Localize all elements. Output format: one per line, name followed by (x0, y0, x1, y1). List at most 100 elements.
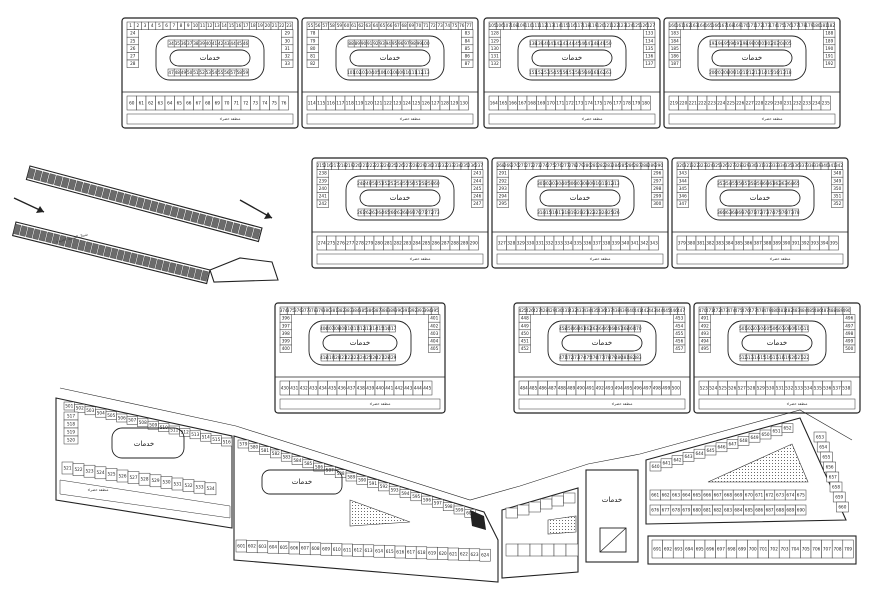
strip-cell (84, 241, 93, 253)
plot-number: 326 (720, 163, 728, 168)
plot-number: 14 (222, 23, 228, 28)
plot-number: 477 (749, 308, 757, 313)
plot-number: 676 (651, 507, 659, 512)
plot-number: 343 (679, 171, 687, 176)
plot-number: 329 (517, 240, 525, 245)
plot-number: 257 (413, 181, 421, 186)
plot-number: 189 (825, 38, 833, 43)
plot-number: 356 (736, 181, 744, 186)
plot-number: 424 (357, 355, 365, 360)
green-strip (698, 398, 856, 410)
plot-number: 301 (537, 181, 545, 186)
plot-number: 513 (745, 355, 753, 360)
plot-number: 260 (432, 181, 440, 186)
plot-number: 168 (726, 23, 734, 28)
plot-number: 681 (703, 507, 711, 512)
plot-number: 241 (319, 194, 327, 199)
inner-ring (345, 175, 455, 221)
plot-number: 320 (574, 210, 582, 215)
plot-number: 430 (555, 308, 563, 313)
plot-number: 220 (679, 100, 687, 105)
services-label: خدمات (742, 54, 762, 62)
plot-number: 145 (573, 41, 581, 46)
plot-number: 389 (388, 308, 396, 313)
plot-number: 441 (385, 385, 393, 390)
services-label: خدمات (380, 54, 400, 62)
plot-number: 2 (136, 23, 139, 28)
plot-number: 504 (97, 411, 105, 416)
plot-number: 434 (583, 308, 591, 313)
plot-number: 365 (792, 181, 800, 186)
plot-number: 446 (670, 308, 678, 313)
plot-number: 485 (529, 385, 537, 390)
plot-number: 476 (742, 308, 750, 313)
plot-number: 255 (401, 181, 409, 186)
plot-number: 471 (706, 308, 714, 313)
plot-number: 672 (766, 492, 774, 497)
plot-lot (204, 482, 217, 496)
plot-number: 150 (604, 41, 612, 46)
plot-number: 514 (752, 355, 760, 360)
strip-cell (115, 191, 125, 203)
plot-number: 391 (792, 240, 800, 245)
plot-number: 400 (282, 346, 290, 351)
plot-number: 71 (234, 100, 240, 105)
plot-number: 76 (281, 100, 287, 105)
plot-number: 84 (465, 38, 471, 43)
plot-number: 501 (65, 403, 73, 408)
plot-number: 593 (391, 488, 399, 493)
plot-number: 230 (774, 100, 782, 105)
plot-number: 310 (593, 181, 601, 186)
plot-number: 369 (736, 210, 744, 215)
plot-number: 421 (339, 355, 347, 360)
plot-number: 417 (388, 326, 396, 331)
plot-number: 161 (676, 23, 684, 28)
center-square-block: خدمات (585, 469, 639, 563)
plot-lot (670, 380, 681, 396)
plot-lot (634, 353, 641, 362)
plot-number: 173 (762, 23, 770, 28)
plot-number: 159 (579, 70, 587, 75)
strip-cell (142, 198, 152, 211)
plot-number: 652 (784, 425, 792, 430)
plot-number: 646 (718, 445, 726, 450)
plot-number: 40 (206, 41, 212, 46)
plot-number: 110 (525, 23, 533, 28)
plot-number: 359 (754, 181, 762, 186)
strip-cell (67, 178, 77, 191)
plot-number: 623 (471, 552, 479, 557)
plot-number: 264 (376, 210, 384, 215)
plot-number: 448 (521, 316, 529, 321)
services-lot (111, 427, 185, 459)
plot-number: 321 (581, 210, 589, 215)
plot-number: 87 (465, 61, 471, 66)
plot-number: 389 (773, 240, 781, 245)
plot-number: 669 (734, 492, 742, 497)
plot-number: 591 (369, 481, 377, 486)
plot-number: 70 (416, 23, 422, 28)
plot-number: 21 (272, 23, 278, 28)
plot-number: 213 (753, 70, 761, 75)
plot-number: 323 (698, 163, 706, 168)
plot-number: 129 (450, 100, 458, 105)
services-lot (359, 189, 441, 207)
plot-number: 443 (404, 385, 412, 390)
plot-number: 121 (604, 23, 612, 28)
plot-number: 137 (645, 61, 653, 66)
plot-number: 232 (793, 100, 801, 105)
plot-lot (640, 95, 651, 111)
plot-number: 124 (625, 23, 633, 28)
plot-number: 79 (310, 38, 316, 43)
plot-number: 528 (141, 477, 149, 482)
plot-number: 692 (664, 546, 672, 551)
plot-number: 58 (237, 70, 243, 75)
plot-number: 60 (129, 100, 135, 105)
plot-number: 517 (770, 355, 778, 360)
plot-number: 484 (799, 308, 807, 313)
plot-number: 63 (366, 23, 372, 28)
plot-number: 112 (415, 70, 423, 75)
plot-number: 388 (380, 308, 388, 313)
plot-number: 700 (749, 546, 757, 551)
green-area-label: منطقة خضراء (410, 257, 431, 261)
